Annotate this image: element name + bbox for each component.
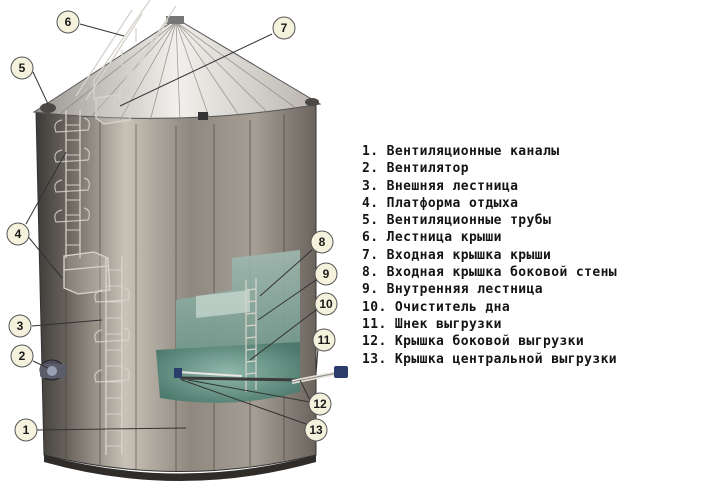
legend-item: 12. Крышка боковой выгрузки xyxy=(362,334,585,350)
legend-item: 1. Вентиляционные каналы xyxy=(362,144,560,159)
callout-13: 13 xyxy=(304,418,328,442)
callout-6: 6 xyxy=(56,10,80,34)
callout-11: 11 xyxy=(312,328,336,352)
legend-item: 5. Вентиляционные трубы xyxy=(362,213,552,229)
internal-ladder xyxy=(245,278,257,392)
rest-platforms xyxy=(63,93,131,295)
bottom-sweep xyxy=(174,368,301,382)
svg-text:8: 8 xyxy=(319,235,326,249)
legend-item: 4. Платформа отдыха xyxy=(362,195,519,211)
callout-10: 10 xyxy=(314,292,338,316)
legend-item: 7. Входная крышка крыши xyxy=(362,247,552,263)
svg-text:9: 9 xyxy=(323,267,330,281)
svg-text:4: 4 xyxy=(15,227,22,241)
legend-item: 11. Шнек выгрузки xyxy=(362,316,502,332)
svg-text:10: 10 xyxy=(319,297,333,311)
fan xyxy=(39,359,66,381)
callout-2: 2 xyxy=(10,344,34,368)
callout-9: 9 xyxy=(314,262,338,286)
svg-text:13: 13 xyxy=(309,423,323,437)
legend-item: 2. Вентилятор xyxy=(362,161,469,177)
legend-item: 13. Крышка центральной выгрузки xyxy=(362,351,618,367)
svg-text:11: 11 xyxy=(318,333,331,347)
roof-ladder xyxy=(75,0,177,108)
callout-3: 3 xyxy=(8,314,32,338)
svg-text:6: 6 xyxy=(65,15,72,29)
cutaway-interior xyxy=(156,250,300,403)
callout-12: 12 xyxy=(308,392,332,416)
svg-text:12: 12 xyxy=(313,397,327,411)
leader-lines xyxy=(25,23,319,431)
svg-text:2: 2 xyxy=(19,349,26,363)
callout-4: 4 xyxy=(6,222,30,246)
callouts: 1 2 3 4 5 6 7 8 9 10 11 12 13 xyxy=(6,10,338,442)
callout-8: 8 xyxy=(310,230,334,254)
legend-item: 10. Очиститель дна xyxy=(362,299,511,315)
callout-1: 1 xyxy=(14,418,38,442)
legend-item: 8. Входная крышка боковой стены xyxy=(362,265,618,281)
svg-text:7: 7 xyxy=(281,21,288,35)
legend-item: 9. Внутренняя лестница xyxy=(362,282,543,298)
legend-item: 3. Внешняя лестница xyxy=(362,178,519,194)
callout-7: 7 xyxy=(272,16,296,40)
svg-text:3: 3 xyxy=(17,319,24,333)
legend-item: 6. Лестница крыши xyxy=(362,230,502,246)
callout-5: 5 xyxy=(10,56,34,80)
svg-text:5: 5 xyxy=(19,61,26,75)
parts-legend: 1. Вентиляционные каналы 2. Вентилятор 3… xyxy=(362,143,617,368)
svg-text:1: 1 xyxy=(23,423,30,437)
silo-roof xyxy=(32,16,322,123)
roof-vents xyxy=(40,98,319,113)
